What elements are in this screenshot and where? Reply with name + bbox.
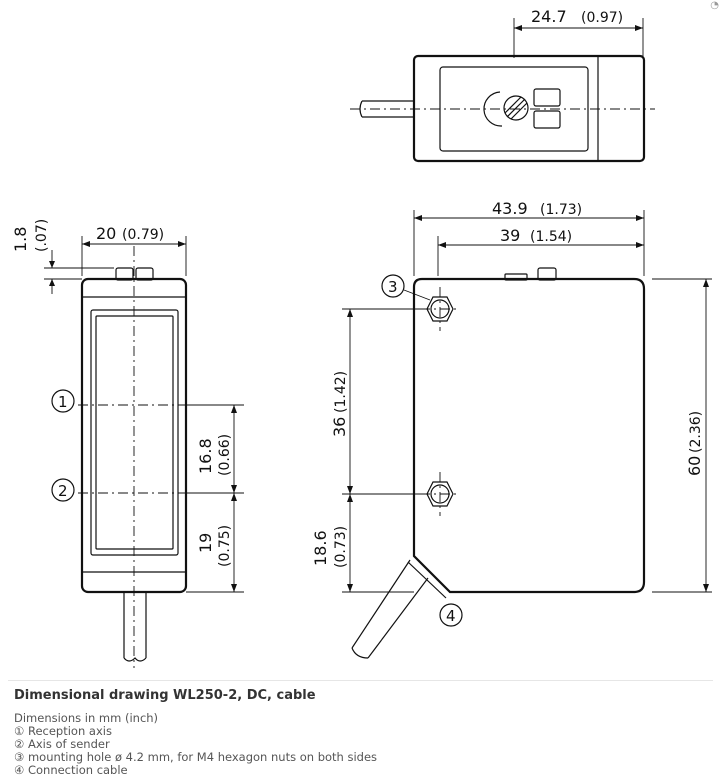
dim-height-in: (2.36) [688, 411, 704, 453]
callout-cable-label: 4 [446, 607, 456, 625]
dim-slot-depth-in: (.07) [34, 219, 50, 252]
dim-axis-bottom: 19 [196, 533, 215, 553]
dim-hole-spacing: 36 [330, 417, 349, 437]
dim-top-width-in: (0.97) [581, 10, 623, 26]
dim-hole-bottom: 18.6 [311, 530, 330, 566]
dim-slot-depth: 1.8 [11, 227, 30, 252]
adjustment-knob-icon [483, 91, 529, 127]
caption-title: Dimensional drawing WL250-2, DC, cable [14, 688, 316, 703]
dim-hole-bottom-in: (0.73) [333, 526, 349, 568]
dim-hole-spacing-in: (1.42) [333, 371, 349, 413]
dim-axis-spacing-in: (0.66) [217, 434, 233, 476]
caption-item-sender-axis: ② Axis of sender [14, 737, 110, 751]
caption-item-reception-axis: ① Reception axis [14, 724, 112, 738]
caption-item-mounting-hole: ③ mounting hole ø 4.2 mm, for M4 hexagon… [14, 750, 378, 764]
callout-reception-axis-label: 1 [58, 393, 68, 411]
callout-mounting-hole-label: 3 [388, 278, 398, 296]
dim-body-width-in: (1.54) [530, 229, 572, 245]
side-view: 3 4 43.9 (1.73) 39 (1.54) 36 (1.42) 18.6… [311, 199, 712, 659]
indicator-leds [533, 88, 561, 129]
dim-top-width: 24.7 [531, 7, 567, 26]
callout-sender-axis-label: 2 [58, 482, 68, 500]
caption-units: Dimensions in mm (inch) [14, 711, 159, 725]
top-view: 24.7 (0.97) [350, 7, 655, 163]
caption-item-connection-cable: ④ Connection cable [14, 763, 128, 777]
dim-front-width-in: (0.79) [122, 227, 164, 243]
dim-front-width: 20 [96, 224, 116, 243]
dim-height: 60 [685, 456, 704, 476]
dim-axis-spacing: 16.8 [196, 438, 215, 474]
front-view: 1 2 20 (0.79) 1.8 (.07) 16.8 (0.66) 19 (… [11, 219, 244, 668]
dim-axis-bottom-in: (0.75) [217, 525, 233, 567]
caption: Dimensional drawing WL250-2, DC, cable D… [14, 688, 714, 777]
corner-mark-icon: ◔ [710, 0, 719, 11]
dim-total-width: 43.9 [492, 199, 528, 218]
dim-body-width: 39 [500, 226, 520, 245]
dim-total-width-in: (1.73) [540, 202, 582, 218]
dimensional-drawing: 24.7 (0.97) 1 2 20 (0.79) [11, 7, 712, 668]
caption-separator [8, 680, 713, 681]
